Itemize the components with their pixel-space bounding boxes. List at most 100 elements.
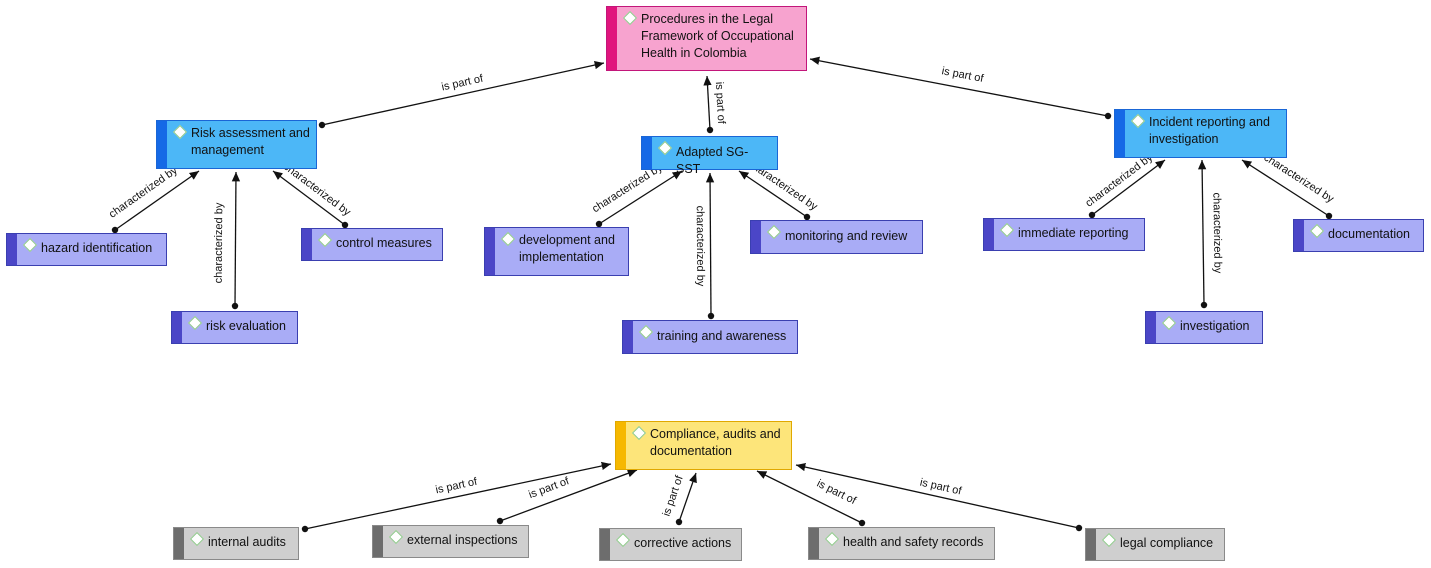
node-development-implementation[interactable]: development and implementation xyxy=(484,227,629,276)
node-documentation[interactable]: documentation xyxy=(1293,219,1424,252)
edge-line xyxy=(114,170,200,231)
node-stripe xyxy=(616,422,626,469)
edge-start-dot xyxy=(1088,211,1096,219)
edge-start-dot xyxy=(1325,212,1333,220)
diamond-icon xyxy=(1309,223,1325,239)
node-stripe xyxy=(809,528,819,559)
edge-start-dot xyxy=(675,518,683,526)
edge-line xyxy=(1241,159,1330,217)
diamond-icon xyxy=(388,529,404,545)
edge-line xyxy=(1091,159,1166,216)
node-compliance-audits[interactable]: Compliance, audits and documentation xyxy=(615,421,792,470)
node-control-measures[interactable]: control measures xyxy=(301,228,443,261)
node-label: risk evaluation xyxy=(206,319,286,333)
node-monitoring-review[interactable]: monitoring and review xyxy=(750,220,923,254)
edge-label: characterized by xyxy=(213,202,226,283)
diamond-icon xyxy=(615,532,631,548)
node-legal-compliance[interactable]: legal compliance xyxy=(1085,528,1225,561)
edge-start-dot xyxy=(707,312,715,320)
edge-line xyxy=(703,75,712,131)
node-incident-reporting[interactable]: Incident reporting and investigation xyxy=(1114,109,1287,158)
node-stripe xyxy=(7,234,17,265)
edge-investigation-incident[interactable]: characterized by xyxy=(1197,159,1224,309)
edge-label: is part of xyxy=(919,477,964,498)
edge-line xyxy=(678,472,697,523)
node-stripe xyxy=(984,219,994,250)
edge-corrective-compliance[interactable]: is part of xyxy=(661,472,697,526)
diamond-icon xyxy=(631,425,647,441)
node-procedures-legal-framework[interactable]: Procedures in the Legal Framework of Occ… xyxy=(606,6,807,71)
node-risk-assessment[interactable]: Risk assessment and management xyxy=(156,120,317,169)
node-hazard-identification[interactable]: hazard identification xyxy=(6,233,167,266)
edge-training-sgsst[interactable]: characterized by xyxy=(694,172,715,320)
edge-line xyxy=(738,170,808,218)
edge-line xyxy=(272,170,346,226)
edge-start-dot xyxy=(318,121,326,129)
edge-sgsst-root[interactable]: is part of xyxy=(703,75,727,134)
edge-start-dot xyxy=(803,213,811,221)
edge-label: characterized by xyxy=(1083,151,1155,209)
edge-hsrecords-compliance[interactable]: is part of xyxy=(756,470,866,527)
node-label: corrective actions xyxy=(634,536,732,550)
edge-line xyxy=(499,469,638,522)
edge-control-risk[interactable]: characterized by xyxy=(272,161,353,229)
edge-line xyxy=(795,462,1080,529)
diamond-icon xyxy=(1161,315,1177,331)
edge-start-dot xyxy=(111,226,119,234)
edge-immediate-incident[interactable]: characterized by xyxy=(1083,151,1166,219)
edge-riskeval-risk[interactable]: characterized by xyxy=(213,171,241,310)
node-stripe xyxy=(642,137,652,169)
edge-incident-root[interactable]: is part of xyxy=(809,56,1112,120)
edge-start-dot xyxy=(1075,524,1083,532)
edge-hazard-risk[interactable]: characterized by xyxy=(107,164,200,234)
node-stripe xyxy=(600,529,610,560)
edge-label: characterized by xyxy=(1210,193,1223,274)
edge-start-dot xyxy=(301,525,309,533)
diamond-icon xyxy=(500,231,516,247)
node-label: Incident reporting and investigation xyxy=(1149,115,1270,146)
node-external-inspections[interactable]: external inspections xyxy=(372,525,529,558)
diamond-icon xyxy=(622,10,638,26)
node-investigation[interactable]: investigation xyxy=(1145,311,1263,344)
node-internal-audits[interactable]: internal audits xyxy=(173,527,299,560)
edge-line xyxy=(321,60,605,126)
diamond-icon xyxy=(1101,532,1117,548)
diamond-icon xyxy=(187,315,203,331)
diamond-icon xyxy=(189,531,205,547)
node-health-safety-records[interactable]: health and safety records xyxy=(808,527,995,560)
edge-start-dot xyxy=(341,221,349,229)
node-label: external inspections xyxy=(407,533,518,547)
edge-start-dot xyxy=(1200,301,1208,309)
edge-internal-compliance[interactable]: is part of xyxy=(301,461,612,533)
edge-line xyxy=(809,56,1109,117)
node-stripe xyxy=(1146,312,1156,343)
edge-external-compliance[interactable]: is part of xyxy=(496,469,638,525)
edge-label: is part of xyxy=(941,65,986,85)
edge-label: characterized by xyxy=(694,206,707,287)
node-stripe xyxy=(1086,529,1096,560)
node-label: investigation xyxy=(1180,319,1250,333)
edge-documentation-incident[interactable]: characterized by xyxy=(1241,152,1336,220)
node-corrective-actions[interactable]: corrective actions xyxy=(599,528,742,561)
node-stripe xyxy=(607,7,617,70)
node-adapted-sg-sst[interactable]: Adapted SG-SST xyxy=(641,136,778,176)
edge-line xyxy=(705,172,715,317)
edge-devimpl-sgsst[interactable]: characterized by xyxy=(590,161,683,228)
node-training-awareness[interactable]: training and awareness xyxy=(622,320,798,354)
node-label: monitoring and review xyxy=(785,229,908,243)
edge-start-dot xyxy=(858,519,866,527)
node-label: Adapted SG-SST xyxy=(676,145,749,176)
node-stripe xyxy=(751,221,761,253)
node-immediate-reporting[interactable]: immediate reporting xyxy=(983,218,1145,251)
edge-risk-root[interactable]: is part of xyxy=(318,60,605,129)
edge-start-dot xyxy=(706,126,714,134)
node-label: Procedures in the Legal Framework of Occ… xyxy=(641,12,794,60)
node-label: legal compliance xyxy=(1120,536,1214,550)
node-stripe xyxy=(172,312,182,343)
diamond-icon xyxy=(657,140,673,156)
node-stripe xyxy=(302,229,312,260)
diamond-icon xyxy=(317,232,333,248)
node-risk-evaluation[interactable]: risk evaluation xyxy=(171,311,298,344)
edge-label: characterized by xyxy=(1261,152,1336,206)
edge-label: is part of xyxy=(713,81,727,125)
